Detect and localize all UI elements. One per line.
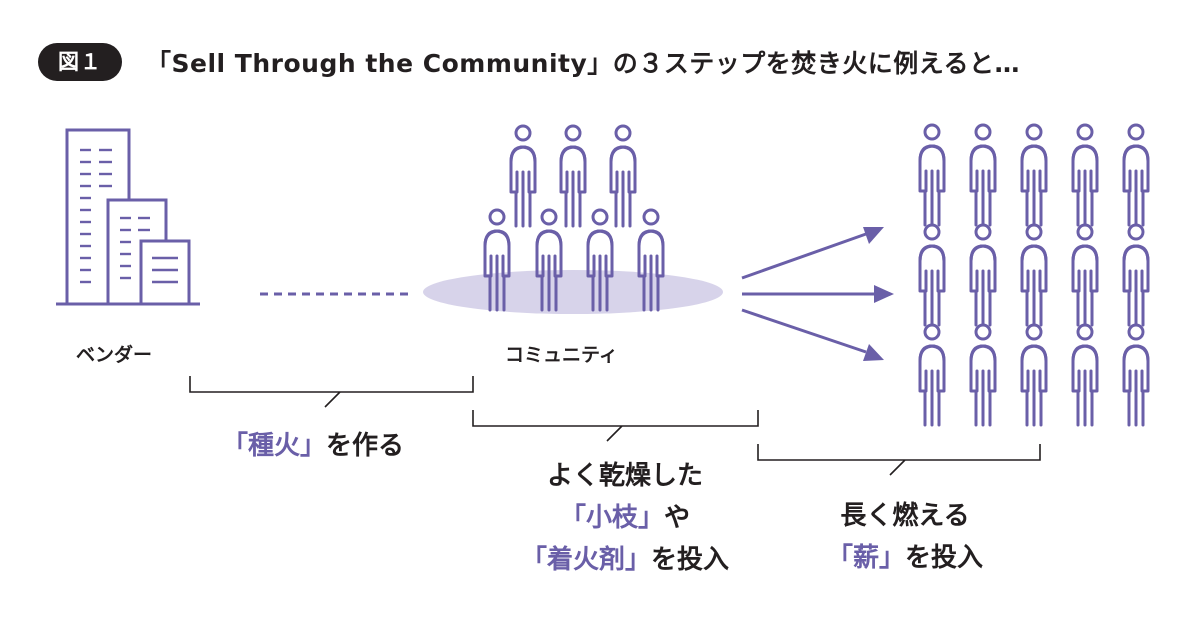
- step2-line3: 「着火剤」を投入: [485, 539, 765, 581]
- step2-text: よく乾燥した 「小枝」や 「着火剤」を投入: [485, 455, 765, 581]
- figure-badge: 図１: [38, 43, 122, 81]
- community-platform: [423, 270, 723, 314]
- step3-line2: 「薪」を投入: [795, 537, 1015, 579]
- people-group-icon: [423, 124, 723, 314]
- community-label: コミュニティ: [505, 344, 618, 366]
- header: 図１ 「Sell Through the Community」の３ステップを焚き…: [38, 40, 1020, 84]
- step3-line1: 長く燃える: [840, 501, 970, 531]
- step3-action: を投入: [905, 543, 984, 573]
- bracket-step1: [189, 376, 474, 408]
- step3-keyword-firewood: 「薪」: [826, 543, 905, 573]
- bracket-step2: [472, 410, 759, 442]
- step2-keyword-twigs: 「小枝」: [559, 503, 664, 533]
- step2-line1: よく乾燥した: [546, 461, 703, 491]
- step1-keyword: 「種火」: [222, 431, 327, 461]
- arrow-right-icon: [741, 227, 894, 361]
- vendor-label: ベンダー: [76, 344, 153, 366]
- step3-text: 長く燃える 「薪」を投入: [795, 495, 1015, 579]
- office-buildings-icon: [56, 128, 200, 306]
- step2-keyword-starter: 「着火剤」: [520, 545, 651, 575]
- step2-action: を投入: [651, 545, 730, 575]
- step1-text: 「種火」を作る: [222, 425, 404, 467]
- step2-conj: や: [664, 503, 691, 533]
- figure-title: 「Sell Through the Community」の３ステップを焚き火に例…: [146, 49, 1021, 78]
- people-grid-icon: [918, 123, 1150, 427]
- bracket-step3: [757, 444, 1041, 476]
- step1-action: を作る: [326, 431, 405, 461]
- step2-line2: 「小枝」や: [485, 497, 765, 539]
